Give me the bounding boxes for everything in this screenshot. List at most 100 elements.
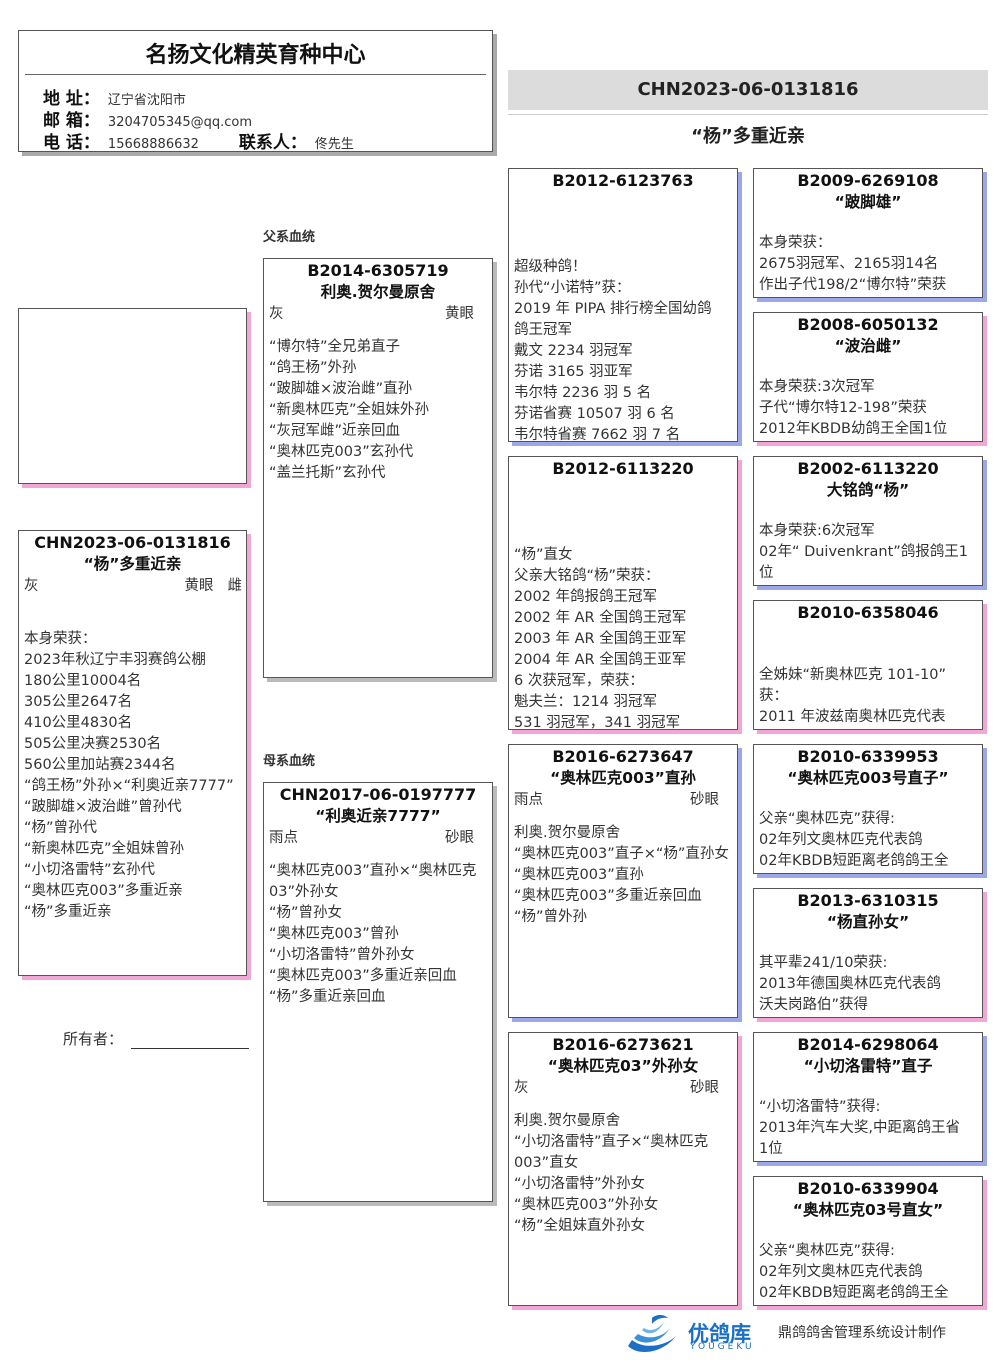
note-line: “新奥林匹克”全姐妹外孙 — [269, 402, 430, 418]
grandsire-name: “奥林匹克003”直孙 — [550, 769, 696, 787]
sire-attributes: 灰 黄眼 — [264, 303, 492, 325]
pedigree-title: “杨”多重近亲 — [691, 126, 805, 147]
note-line: 本身荣获:6次冠军 — [759, 523, 875, 539]
contact-value: 佟先生 — [314, 137, 354, 152]
grandsire-eye: 砂眼 — [690, 792, 719, 808]
address-label: 地 址： — [43, 89, 100, 109]
note-line: 003”直女 — [514, 1155, 579, 1171]
note-line: “灰冠军雌”近亲回血 — [269, 423, 401, 439]
owner-blank-line — [131, 1035, 250, 1049]
subject-sex: 雌 — [227, 578, 243, 594]
note-line: “鸽王杨”外孙×“利奥近亲7777” — [24, 778, 234, 794]
subject-attributes: 灰 黄眼雌 — [19, 575, 246, 597]
ancestor-card: B2002-6113220 大铭鸽“杨” 本身荣获:6次冠军 02年“ Duiv… — [753, 456, 983, 586]
note-line: 531 羽冠军，341 羽冠军 — [514, 715, 681, 730]
note-line: 戴文 2234 羽冠军 — [514, 343, 633, 359]
ancestor-notes: 本身荣获： 2675羽冠军、2165羽14名 作出子代198/2“博尔特”荣获 — [754, 233, 982, 296]
subject-name: “杨”多重近亲 — [83, 555, 182, 573]
note-line: 2019 年 PIPA 排行榜全国幼鸽 — [514, 301, 712, 317]
note-line: “奥林匹克003”多重近亲回血 — [514, 888, 702, 904]
note-line: 1位 — [759, 1141, 783, 1157]
note-line: 02年列文奥林匹克代表鸽 — [759, 832, 923, 848]
ancestor-ring: B2002-6113220 — [797, 459, 939, 478]
note-line: “杨”多重近亲回血 — [269, 989, 386, 1005]
dam-name: “利奥近亲7777” — [315, 807, 441, 825]
ancestor-card: B2014-6298064 “小切洛雷特”直子 “小切洛雷特”获得: 2013年… — [753, 1032, 983, 1162]
ancestor-name: “波治雌” — [834, 337, 902, 355]
ring-number-banner: CHN2023-06-0131816 — [508, 70, 988, 110]
note-line: 2023年秋辽宁丰羽赛鸽公棚 — [24, 652, 206, 668]
ancestor-notes: 父亲“奥林匹克”获得: 02年列文奥林匹克代表鸽 02年KBDB短距离老鸽鸽王全 — [754, 809, 982, 872]
note-line: 魁夫兰：1214 羽冠军 — [514, 694, 658, 710]
email-value: 3204705345@qq.com — [107, 115, 253, 130]
note-line: “杨”曾孙女 — [269, 905, 343, 921]
note-line: “博尔特”全兄弟直子 — [269, 339, 401, 355]
note-line: “奥林匹克003”多重近亲 — [24, 883, 183, 899]
subject-eye: 黄眼 — [184, 578, 214, 594]
phone-value: 15668886632 — [107, 137, 199, 152]
note-line: “跛脚雄×波治雌”曾孙代 — [24, 799, 182, 815]
ancestor-card: B2010-6358046 全姊妹“新奥林匹克 101-10” 获： 2011 … — [753, 600, 983, 730]
note-line: 2003 年 AR 全国鸽王亚军 — [514, 631, 687, 647]
ancestor-ring: B2010-6339904 — [797, 1179, 939, 1198]
grandsire-ring: B2016-6273647 — [552, 747, 694, 766]
note-line: “杨”曾外孙 — [514, 909, 588, 925]
ancestor-name: “杨直孙女” — [826, 913, 910, 931]
ancestor-name: “奥林匹克003号直子” — [787, 769, 949, 787]
note-line: 芬诺 3165 羽亚军 — [514, 364, 633, 380]
email-row: 邮 箱：3204705345@qq.com — [43, 106, 252, 131]
note-line: “奥林匹克003”玄孙代 — [269, 444, 414, 460]
paternal-granddam-card: B2012-6113220 “杨”直女 父亲大铭鸽“杨”荣获： 2002 年鸽报… — [508, 456, 738, 730]
note-line: “新奥林匹克”全姐妹曾孙 — [24, 841, 185, 857]
dam-color: 雨点 — [269, 830, 298, 846]
grandsire-ring: B2012-6123763 — [552, 171, 694, 190]
note-line: 2011 年波兹南奥林匹克代表 — [759, 709, 946, 725]
note-line: “盖兰托斯”玄孙代 — [269, 465, 386, 481]
brand-name-en: YOUGEKU — [690, 1342, 755, 1352]
ancestor-name: “跛脚雄” — [834, 193, 902, 211]
grandsire-attributes: 雨点 砂眼 — [509, 789, 737, 811]
note-line: 获： — [759, 688, 788, 704]
dam-attributes: 雨点 砂眼 — [264, 827, 492, 849]
sire-eye: 黄眼 — [445, 306, 474, 322]
ancestor-notes: 父亲“奥林匹克”获得: 02年列文奥林匹克代表鸽 02年KBDB短距离老鸽鸽王全 — [754, 1241, 982, 1304]
ancestor-ring: B2010-6339953 — [797, 747, 939, 766]
note-line: 沃夫岗路伯”获得 — [759, 997, 869, 1013]
note-line: 作出子代198/2“博尔特”荣获 — [759, 277, 947, 293]
granddam-name: “奥林匹克03”外孙女 — [547, 1057, 699, 1075]
granddam-notes: 利奥.贺尔曼原舍 “小切洛雷特”直子×“奥林匹克 003”直女 “小切洛雷特”外… — [509, 1111, 737, 1237]
granddam-notes: “杨”直女 父亲大铭鸽“杨”荣获： 2002 年鸽报鸽王冠军 2002 年 AR… — [509, 545, 737, 730]
subject-notes: 本身荣获： 2023年秋辽宁丰羽赛鸽公棚 180公里10004名 305公里26… — [19, 629, 246, 923]
note-line: 韦尔特 2236 羽 5 名 — [514, 385, 652, 401]
header-divider — [25, 74, 486, 75]
note-line: 6 次获冠军，荣获： — [514, 673, 644, 689]
dam-eye: 砂眼 — [445, 830, 474, 846]
note-line: 02年列文奥林匹克代表鸽 — [759, 1264, 923, 1280]
ancestor-name: 大铭鸽“杨” — [826, 481, 910, 499]
note-line: 2004 年 AR 全国鸽王亚军 — [514, 652, 687, 668]
ancestor-name: “小切洛雷特”直子 — [803, 1057, 933, 1075]
ancestor-notes: 其平辈241/10荣获: 2013年德国奥林匹克代表鸽 沃夫岗路伯”获得 — [754, 953, 982, 1016]
note-line: 2013年德国奥林匹克代表鸽 — [759, 976, 941, 992]
owner-field: 所有者： — [63, 1028, 250, 1049]
note-line: 全姊妹“新奥林匹克 101-10” — [759, 667, 946, 683]
note-line: 2002 年 AR 全国鸽王冠军 — [514, 610, 687, 626]
note-line: 2012年KBDB幼鸽王全国1位 — [759, 421, 948, 437]
subject-color: 灰 — [24, 578, 39, 594]
note-line: 位 — [759, 565, 774, 581]
sire-ring: B2014-6305719 — [307, 261, 449, 280]
note-line: “鸽王杨”外孙 — [269, 360, 357, 376]
note-line: 02年KBDB短距离老鸽鸽王全 — [759, 853, 949, 869]
ancestor-card: B2010-6339953 “奥林匹克003号直子” 父亲“奥林匹克”获得: 0… — [753, 744, 983, 874]
sire-card: B2014-6305719 利奥.贺尔曼原舍 灰 黄眼 “博尔特”全兄弟直子 “… — [263, 258, 493, 678]
subject-pigeon-card: CHN2023-06-0131816 “杨”多重近亲 灰 黄眼雌 本身荣获： 2… — [18, 530, 247, 976]
note-line: 2013年汽车大奖,中距离鸽王省 — [759, 1120, 961, 1136]
note-line: 02年KBDB短距离老鸽鸽王全 — [759, 1285, 949, 1301]
granddam-ring: B2016-6273621 — [552, 1035, 694, 1054]
maternal-granddam-card: B2016-6273621 “奥林匹克03”外孙女 灰 砂眼 利奥.贺尔曼原舍 … — [508, 1032, 738, 1306]
ancestor-card: B2010-6339904 “奥林匹克03号直女” 父亲“奥林匹克”获得: 02… — [753, 1176, 983, 1306]
note-line: “小切洛雷特”获得: — [759, 1099, 881, 1115]
note-line: 305公里2647名 — [24, 694, 133, 710]
sire-line-label: 父系血统 — [263, 230, 316, 245]
granddam-ring: B2012-6113220 — [552, 459, 694, 478]
